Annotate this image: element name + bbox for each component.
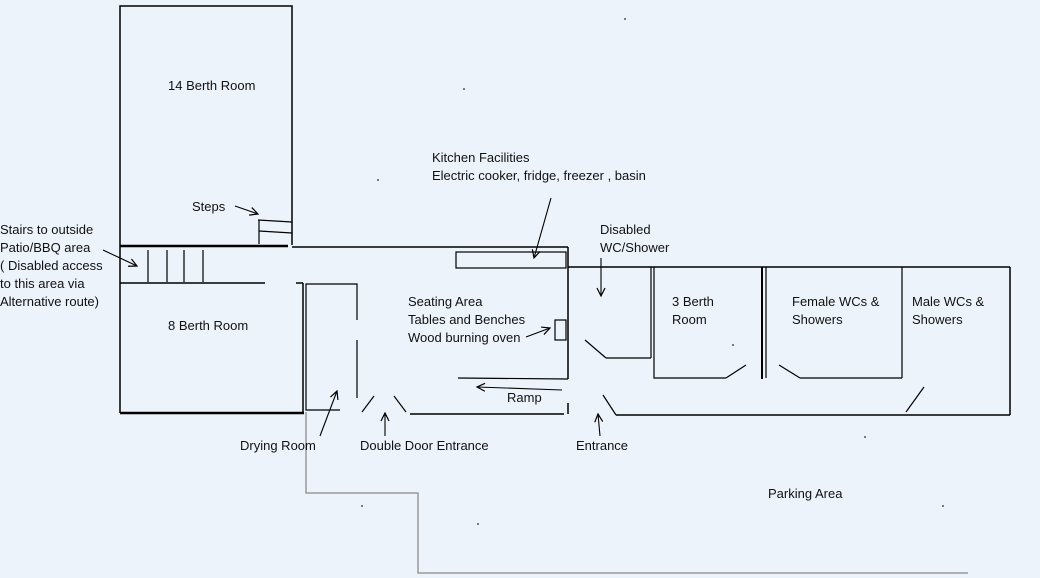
- label-steps: Steps: [192, 199, 226, 214]
- wall-3-berth-room: [653, 267, 726, 379]
- label-seating-area: Seating Area Tables and Benches Wood bur…: [408, 294, 526, 345]
- ramp-wall: [457, 377, 569, 380]
- kitchen-counter: [455, 251, 567, 269]
- label-8-berth-room: 8 Berth Room: [168, 318, 249, 333]
- label-kitchen: Kitchen Facilities Electric cooker, frid…: [432, 150, 646, 183]
- wall-14-berth-room: [119, 5, 293, 245]
- label-stairs: Stairs to outside Patio/BBQ area ( Disab…: [0, 222, 103, 309]
- stairs: [147, 250, 204, 282]
- label-14-berth-room: 14 Berth Room: [168, 78, 256, 93]
- arrow-kitchen: [534, 197, 552, 258]
- label-entrance: Entrance: [576, 438, 629, 453]
- label-female-wcs: Female WCs & Showers: [792, 294, 880, 327]
- wood-oven: [554, 319, 567, 341]
- label-3-berth-room: 3 Berth Room: [672, 294, 714, 327]
- label-drying-room: Drying Room: [240, 438, 316, 453]
- arrow-drying: [319, 391, 337, 437]
- outside-path: [305, 412, 968, 574]
- label-ramp: Ramp: [507, 390, 542, 405]
- stray-dots: [361, 18, 944, 525]
- arrow-steps: [234, 205, 258, 214]
- steps-shape: [257, 219, 293, 244]
- label-male-wcs: Male WCs & Showers: [912, 294, 985, 327]
- arrow-ramp: [477, 387, 563, 390]
- label-parking-area: Parking Area: [768, 486, 843, 501]
- wall-drying-room: [305, 283, 358, 411]
- double-door: [361, 395, 407, 413]
- label-double-door-entrance: Double Door Entrance: [360, 438, 489, 453]
- arrow-stairs: [102, 249, 137, 266]
- arrow-oven: [525, 328, 550, 338]
- wall-female-wcs: [765, 267, 903, 379]
- label-disabled-wc: Disabled WC/Shower: [600, 222, 670, 255]
- arrow-entrance: [598, 414, 600, 437]
